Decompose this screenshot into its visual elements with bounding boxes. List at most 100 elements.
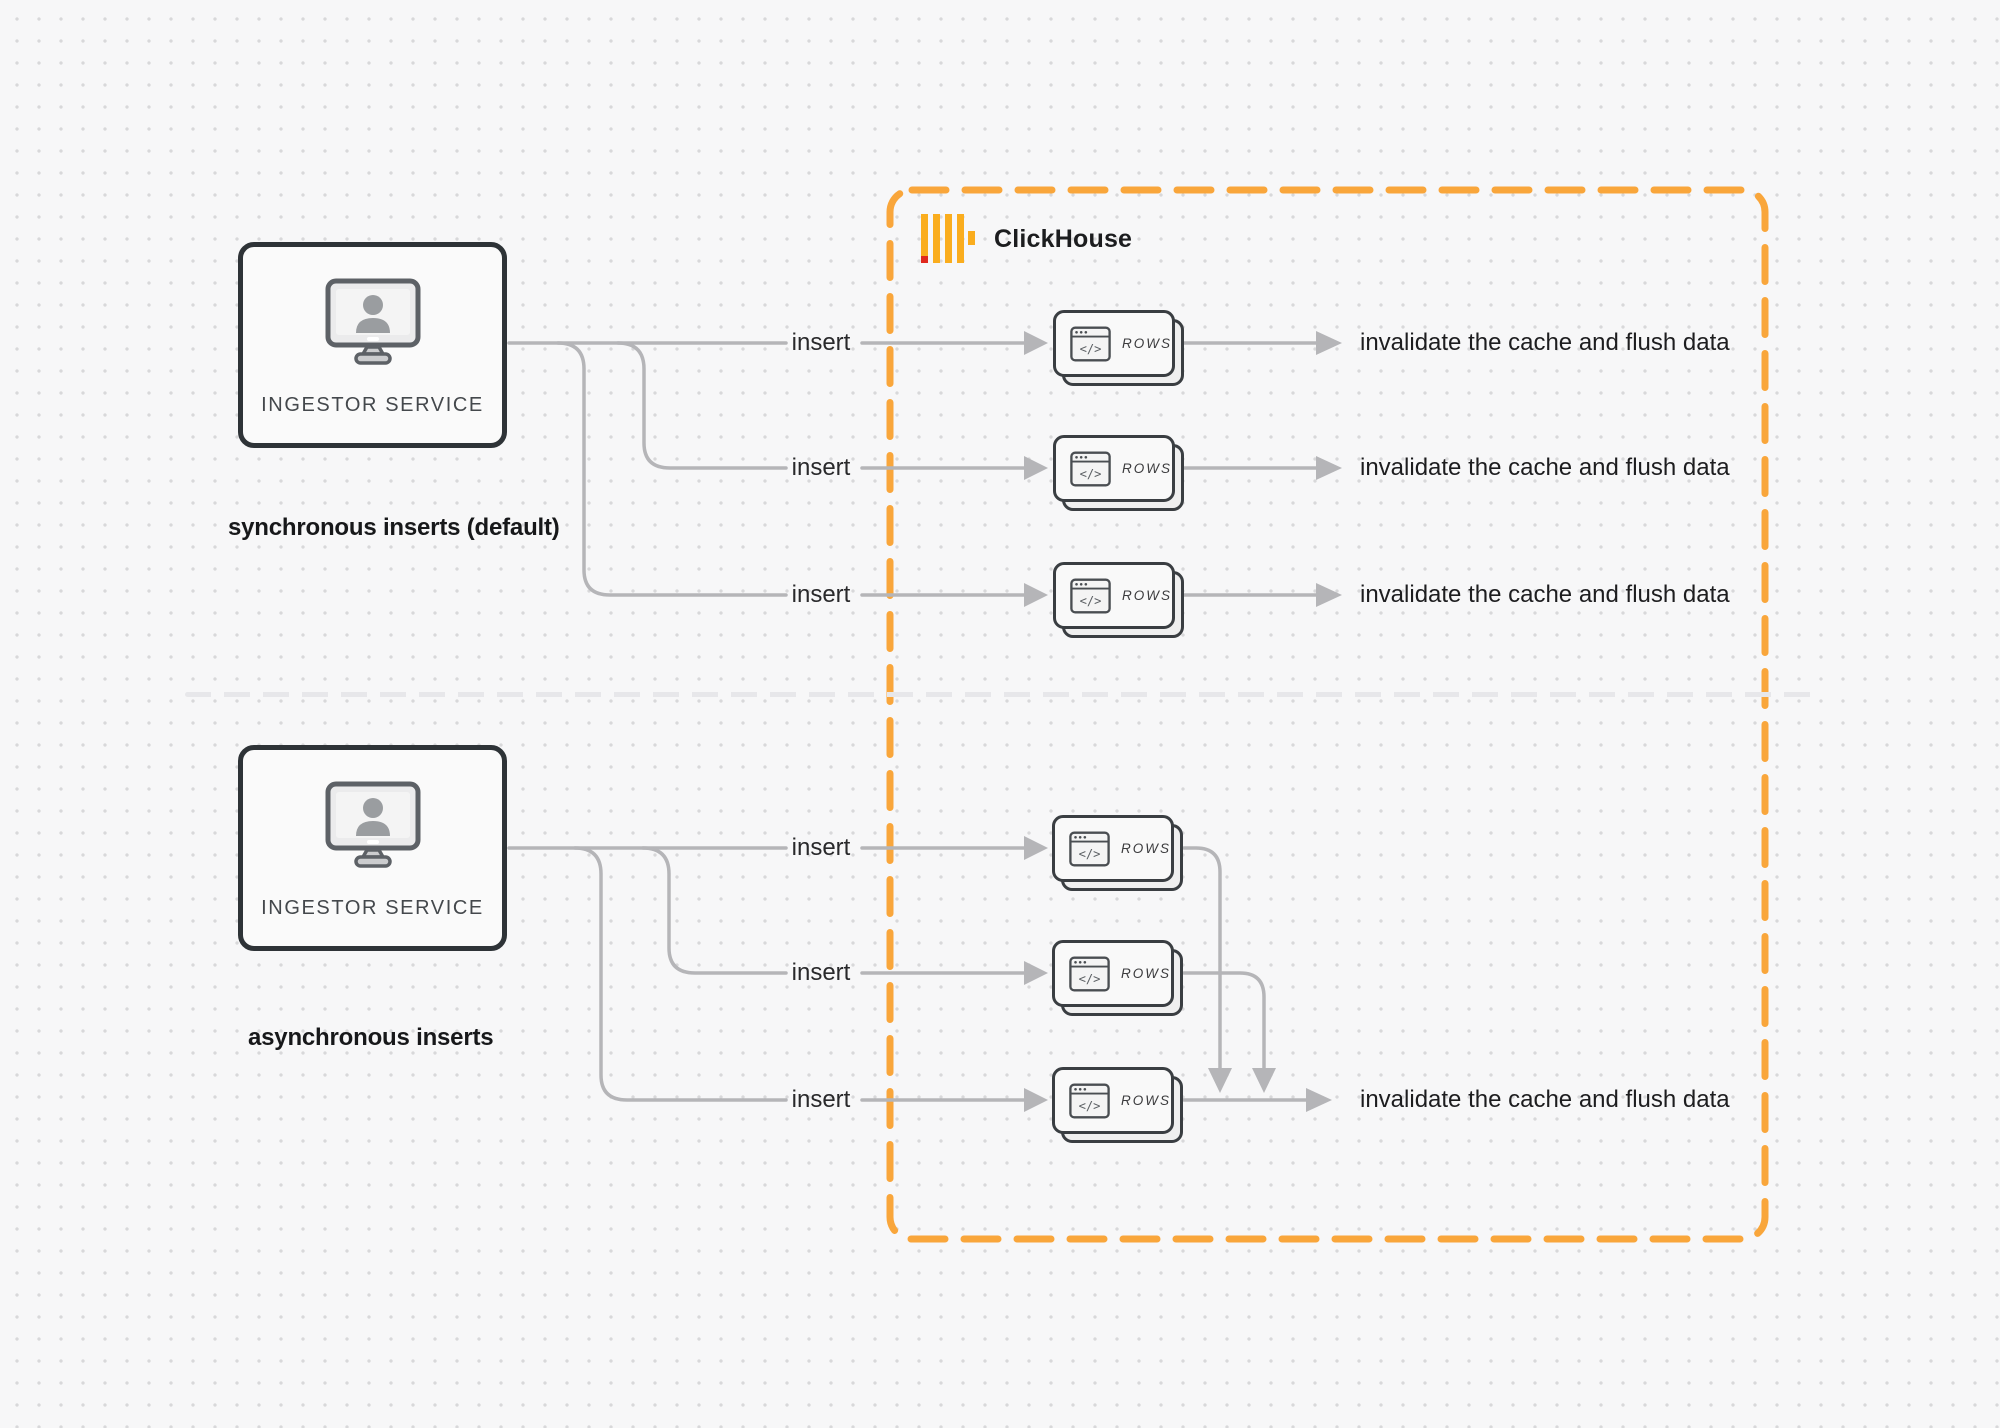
- clickhouse-brand: ClickHouse: [918, 212, 1132, 266]
- arrowhead-async-in-1: [1024, 836, 1048, 860]
- rows-node: </> ROWS: [1053, 310, 1184, 386]
- arrowhead-sync-in-1: [1024, 331, 1048, 355]
- rows-node: </> ROWS: [1052, 815, 1183, 891]
- result-label: invalidate the cache and flush data: [1360, 581, 1730, 608]
- window-dot: [1084, 582, 1088, 586]
- logo-short-bar: [968, 231, 975, 245]
- async-section-caption: asynchronous inserts: [248, 1024, 494, 1051]
- window-dot: [1079, 330, 1083, 334]
- user-head: [362, 798, 383, 818]
- arrowhead-sync-out-3: [1316, 583, 1342, 607]
- code-glyph: </>: [1079, 1098, 1101, 1112]
- window-dot: [1084, 330, 1088, 334]
- rows-node: </> ROWS: [1052, 940, 1183, 1016]
- arrowheads: [1024, 331, 1342, 1112]
- service-label: INGESTOR SERVICE: [261, 897, 484, 919]
- rows-card-front: </> ROWS: [1053, 310, 1175, 377]
- arrowhead-async-in-3: [1024, 1088, 1048, 1112]
- monitor-notch: [366, 840, 379, 844]
- window-dot: [1078, 1087, 1082, 1091]
- window-dot: [1078, 835, 1082, 839]
- window-dot: [1084, 455, 1088, 459]
- window-dot: [1075, 582, 1078, 586]
- rows-card-front: </> ROWS: [1053, 435, 1175, 502]
- rows-label: ROWS: [1122, 336, 1172, 351]
- arrowhead-async-in-2: [1024, 961, 1048, 985]
- arrowhead-sync-out-2: [1316, 456, 1342, 480]
- arrowhead-sync-in-2: [1024, 456, 1048, 480]
- code-window-icon: </>: [1069, 831, 1110, 866]
- monitor-user-icon: [325, 781, 420, 868]
- rows-node: </> ROWS: [1053, 435, 1184, 511]
- section-divider: [185, 692, 1818, 697]
- ingestor-service-box-async: INGESTOR SERVICE: [238, 745, 507, 951]
- window-dot: [1078, 960, 1082, 964]
- logo-bar: [957, 214, 964, 263]
- user-head: [362, 295, 383, 315]
- window-dot: [1075, 330, 1078, 334]
- rows-label: ROWS: [1121, 966, 1171, 981]
- result-label: invalidate the cache and flush data: [1360, 329, 1730, 356]
- service-label: INGESTOR SERVICE: [261, 394, 484, 416]
- sync-section-caption: synchronous inserts (default): [228, 514, 560, 541]
- window-dot: [1075, 455, 1078, 459]
- arrowhead-async-merge-2: [1252, 1068, 1276, 1093]
- sync-row2-branch: [616, 341, 788, 470]
- code-window-icon: </>: [1070, 326, 1111, 361]
- window-dot: [1083, 1087, 1087, 1091]
- insert-label: insert: [791, 581, 851, 608]
- user-shoulders: [355, 821, 390, 836]
- insert-label: insert: [791, 329, 851, 356]
- rows-node: </> ROWS: [1053, 562, 1184, 638]
- rows-node: </> ROWS: [1052, 1067, 1183, 1143]
- window-dot: [1079, 582, 1083, 586]
- code-window-icon: </>: [1069, 1083, 1110, 1118]
- code-window-icon: </>: [1070, 578, 1111, 613]
- logo-red-square: [921, 256, 928, 263]
- arrowhead-async-merge-1: [1208, 1068, 1232, 1093]
- insert-label: insert: [791, 834, 851, 861]
- arrowhead-async-out: [1306, 1088, 1332, 1112]
- rows-label: ROWS: [1122, 461, 1172, 476]
- ingestor-service-box-sync: INGESTOR SERVICE: [238, 242, 507, 448]
- clickhouse-logo-icon: [921, 214, 975, 263]
- code-glyph: </>: [1079, 846, 1101, 860]
- result-label: invalidate the cache and flush data: [1360, 1086, 1730, 1113]
- clickhouse-brand-label: ClickHouse: [994, 224, 1133, 253]
- window-dot: [1074, 1087, 1077, 1091]
- code-glyph: </>: [1080, 341, 1102, 355]
- async-merge1-line: [1182, 846, 1222, 1070]
- window-dot: [1079, 455, 1083, 459]
- window-dot: [1074, 960, 1077, 964]
- logo-bar: [933, 214, 940, 263]
- rows-card-front: </> ROWS: [1053, 562, 1175, 629]
- rows-label: ROWS: [1122, 588, 1172, 603]
- rows-card-front: </> ROWS: [1052, 1067, 1174, 1134]
- insert-label: insert: [791, 959, 851, 986]
- user-shoulders: [355, 318, 390, 333]
- logo-bar: [945, 214, 952, 263]
- monitor-user-icon: [325, 278, 420, 365]
- insert-label: insert: [791, 454, 851, 481]
- code-glyph: </>: [1080, 466, 1102, 480]
- code-window-icon: </>: [1070, 451, 1111, 486]
- code-window-icon: </>: [1069, 956, 1110, 991]
- monitor-base: [353, 855, 392, 868]
- insert-label: insert: [791, 1086, 851, 1113]
- async-row2-branch: [641, 846, 788, 975]
- arrowhead-sync-out-1: [1316, 331, 1342, 355]
- result-label: invalidate the cache and flush data: [1360, 454, 1730, 481]
- sync-row3-branch: [556, 341, 788, 597]
- arrowhead-sync-in-3: [1024, 583, 1048, 607]
- rows-label: ROWS: [1121, 841, 1171, 856]
- logo-bar: [921, 214, 928, 256]
- rows-label: ROWS: [1121, 1093, 1171, 1108]
- rows-card-front: </> ROWS: [1052, 815, 1174, 882]
- window-dot: [1074, 835, 1077, 839]
- code-glyph: </>: [1080, 593, 1102, 607]
- monitor-base: [353, 352, 392, 365]
- window-dot: [1083, 835, 1087, 839]
- async-merge2-line: [1182, 971, 1266, 1070]
